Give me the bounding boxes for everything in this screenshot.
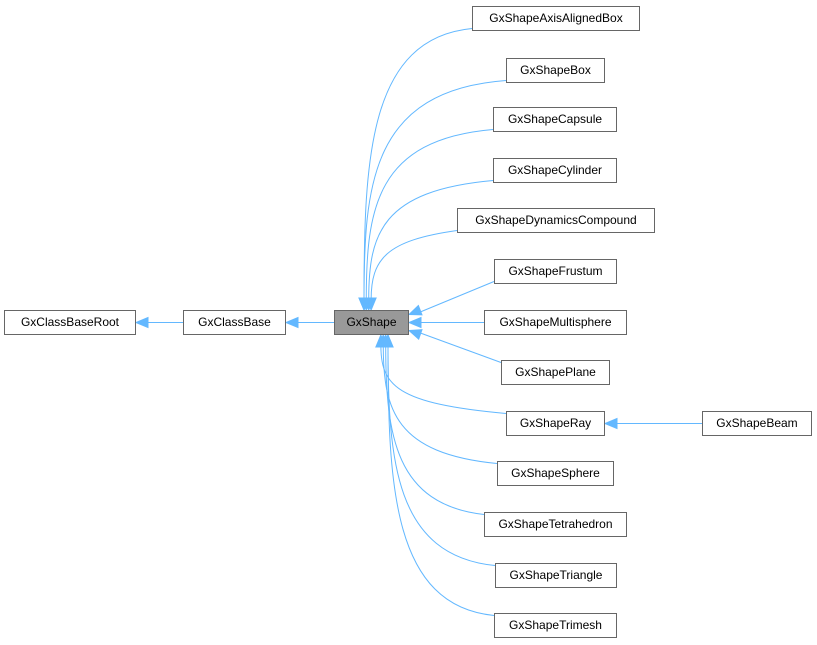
node-gxshapedynamicscompound[interactable]: GxShapeDynamicsCompound	[457, 208, 655, 233]
node-gxshapeaxisalignedbox[interactable]: GxShapeAxisAlignedBox	[472, 6, 640, 31]
arrowhead-base-to-root	[134, 316, 149, 329]
arrowhead-trimesh-to-shape	[382, 333, 394, 348]
arrowhead-beam-to-ray	[603, 417, 618, 430]
node-gxshapetriangle[interactable]: GxShapeTriangle	[495, 563, 617, 588]
edge-aabb-to-shape	[363, 28, 473, 301]
node-gxshapemultisphere[interactable]: GxShapeMultisphere	[484, 310, 627, 335]
arrowhead-shape-to-base	[284, 316, 299, 329]
edge-trimesh-to-shape	[387, 344, 495, 616]
node-gxshapebox[interactable]: GxShapeBox	[506, 58, 605, 83]
node-gxshapeplane[interactable]: GxShapePlane	[501, 360, 610, 385]
node-gxshaperay[interactable]: GxShapeRay	[506, 411, 605, 436]
node-gxshapecylinder[interactable]: GxShapeCylinder	[493, 158, 617, 183]
edge-cylinder-to-shape	[368, 180, 494, 301]
node-gxshapecapsule[interactable]: GxShapeCapsule	[493, 107, 617, 132]
arrowhead-plane-to-shape	[407, 329, 423, 341]
node-gxshapesphere[interactable]: GxShapeSphere	[497, 461, 614, 486]
node-gxclassbase[interactable]: GxClassBase	[183, 310, 286, 335]
edge-capsule-to-shape	[365, 129, 494, 301]
node-gxshapetetrahedron[interactable]: GxShapeTetrahedron	[484, 512, 627, 537]
node-gxshapetrimesh[interactable]: GxShapeTrimesh	[494, 613, 617, 638]
edge-sphere-to-shape	[382, 344, 498, 464]
node-gxshape-current: GxShape	[334, 310, 409, 335]
node-gxclassbaseroot[interactable]: GxClassBaseRoot	[4, 310, 136, 335]
edge-plane-to-shape	[418, 332, 502, 363]
edge-box-to-shape	[363, 80, 507, 301]
edge-ray-to-shape	[380, 344, 507, 414]
arrowhead-multisphere-to-shape	[407, 316, 422, 329]
arrowhead-dyncomp-to-shape	[365, 297, 377, 312]
edge-tetra-to-shape	[385, 344, 485, 515]
node-gxshapefrustum[interactable]: GxShapeFrustum	[494, 259, 617, 284]
arrowhead-frustum-to-shape	[407, 304, 423, 316]
edge-frustum-to-shape	[418, 281, 495, 313]
node-gxshapebeam[interactable]: GxShapeBeam	[702, 411, 812, 436]
edge-dyncomp-to-shape	[370, 230, 458, 301]
